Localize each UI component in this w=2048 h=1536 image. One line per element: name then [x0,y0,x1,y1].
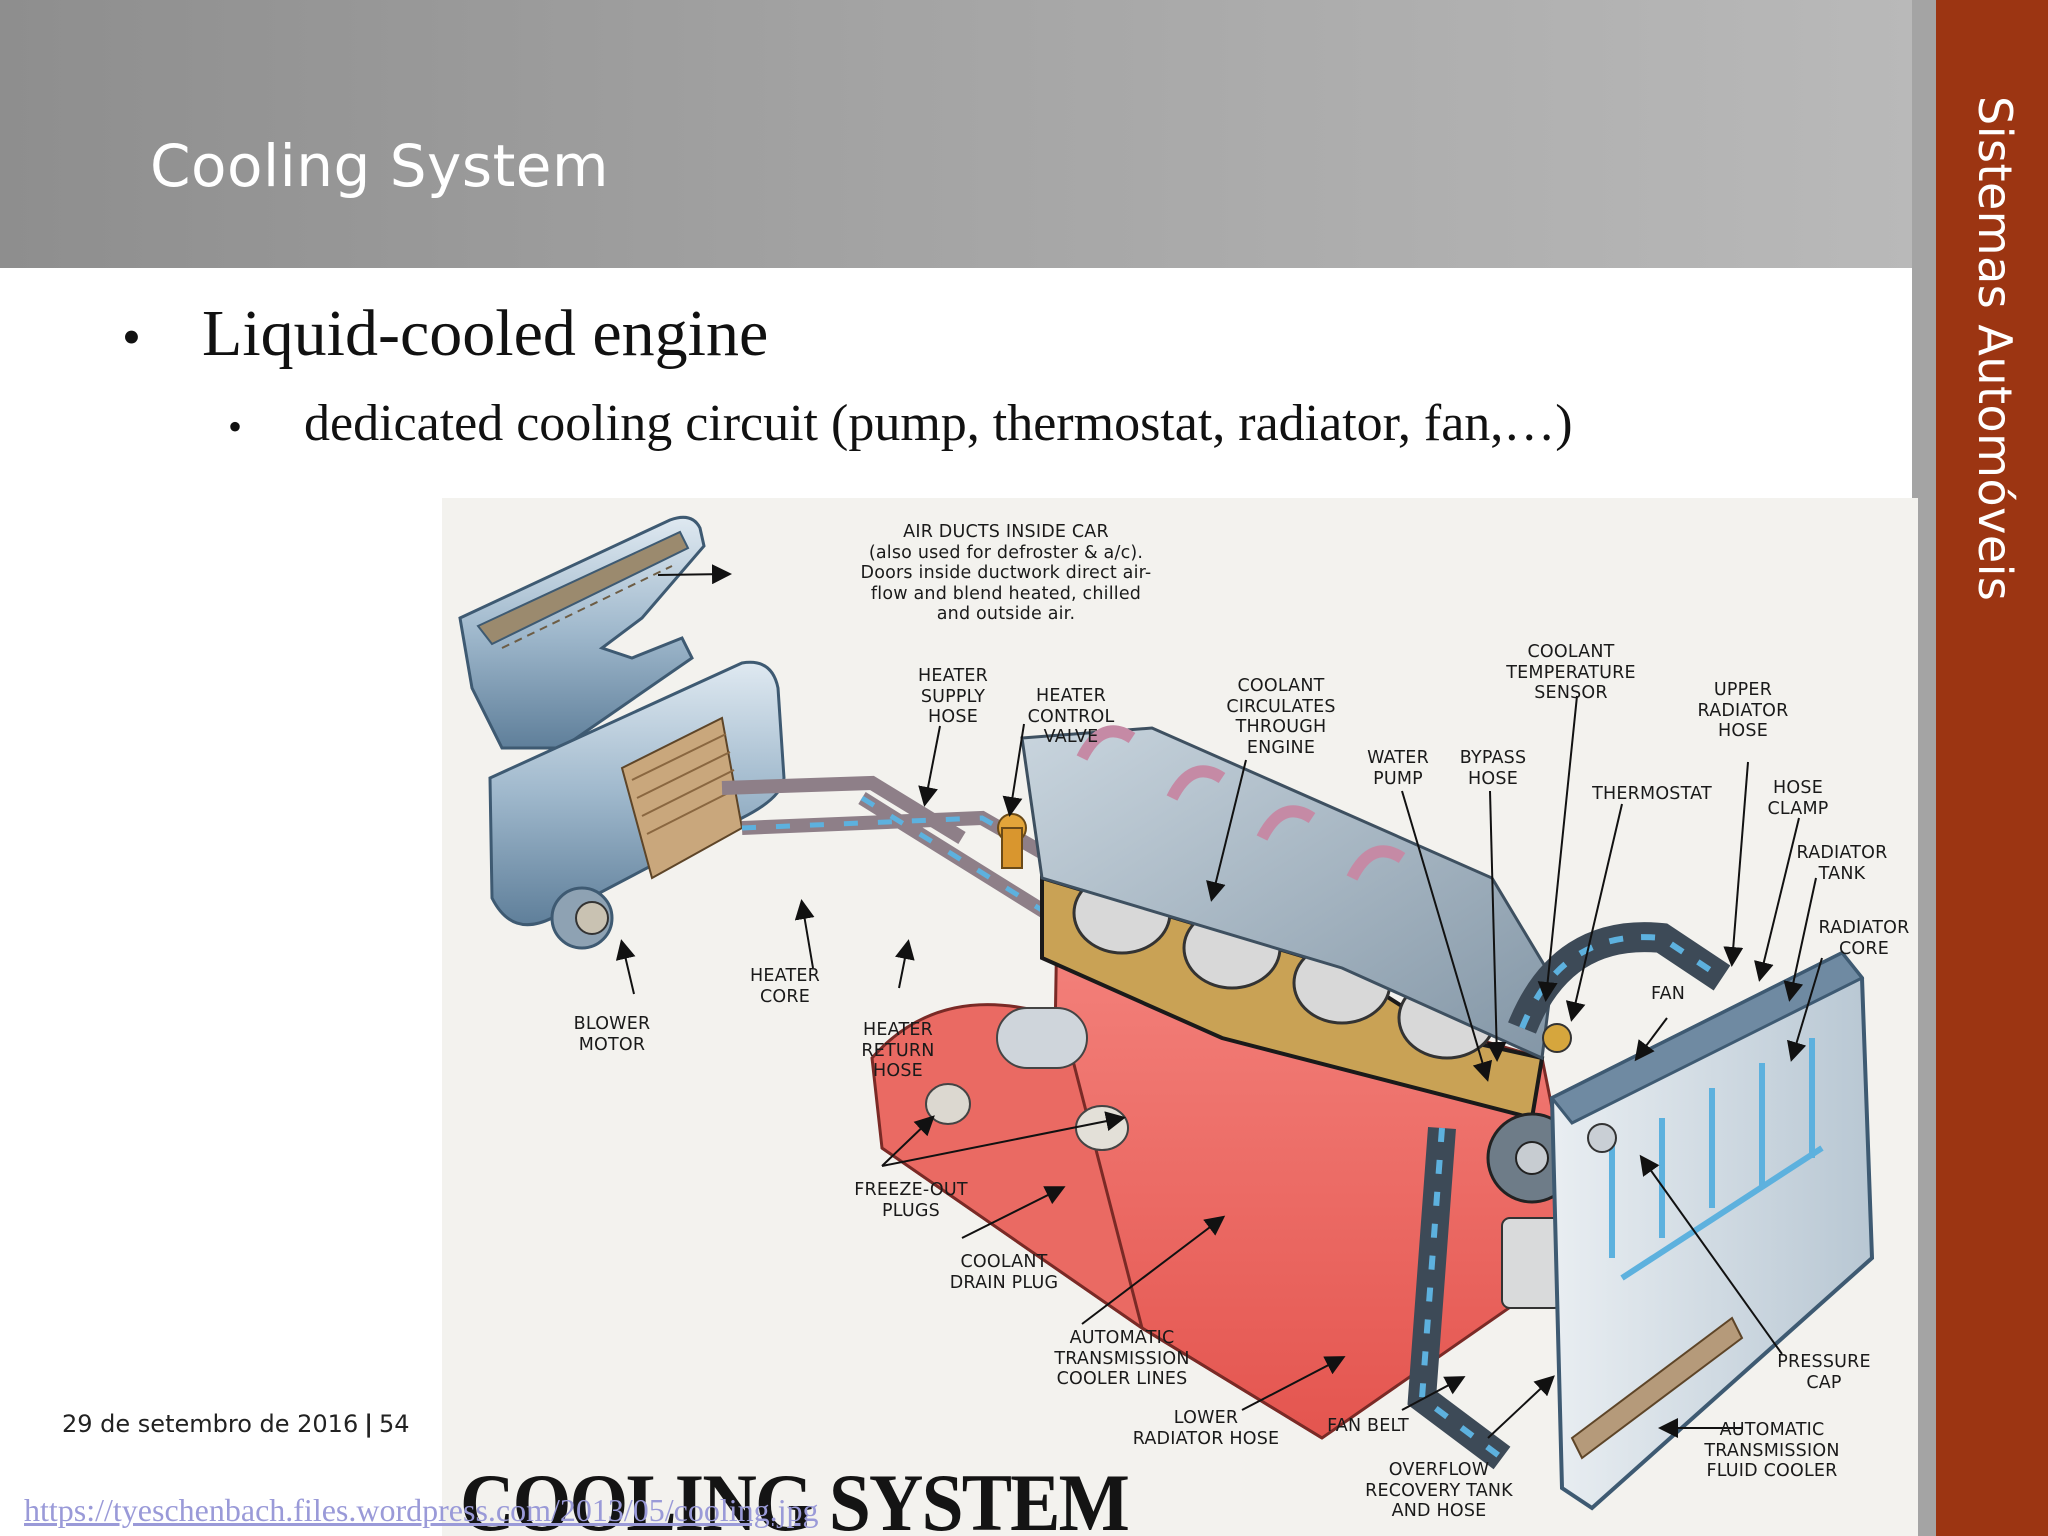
footer-separator: | [364,1410,373,1438]
footer-date: 29 de setembro de 2016 [62,1410,359,1438]
slide-footer: 29 de setembro de 2016|54 [62,1410,410,1438]
bullet-level1-text: Liquid-cooled engine [202,297,769,370]
label-pressure-cap: PRESSURE CAP [1777,1352,1871,1393]
label-fan-belt: FAN BELT [1327,1416,1409,1436]
sidebar-label: Sistemas Automóveis [1968,96,2022,602]
label-blower-motor: BLOWER MOTOR [573,1014,651,1055]
label-auto-trans-cooler-lines: AUTOMATIC TRANSMISSION COOLER LINES [1054,1328,1190,1389]
blower-housing-shape [488,660,786,950]
label-coolant-drain-plug: COOLANT DRAIN PLUG [949,1252,1059,1293]
cylinder-head-shape [1020,725,1554,1061]
cooling-system-diagram: AIR DUCTS INSIDE CAR (also used for defr… [442,498,1918,1536]
label-heater-return-hose: HEATER RETURN HOSE [861,1020,935,1081]
page-number: 54 [378,1410,410,1438]
label-radiator-tank: RADIATOR TANK [1796,843,1888,884]
label-upper-radiator-hose: UPPER RADIATOR HOSE [1697,680,1789,741]
label-heater-control-valve: HEATER CONTROL VALVE [1027,686,1115,747]
label-radiator-core: RADIATOR CORE [1818,918,1910,959]
label-freeze-out-plugs: FREEZE-OUT PLUGS [854,1180,968,1221]
label-coolant-temperature-sensor: COOLANT TEMPERATURE SENSOR [1506,642,1636,703]
label-heater-core: HEATER CORE [750,966,820,1007]
label-fan: FAN [1650,984,1686,1004]
bullet-dot-icon: • [122,307,141,367]
label-thermostat: THERMOSTAT [1592,784,1712,804]
bullet-level2: • dedicated cooling circuit (pump, therm… [228,394,1573,453]
slide-title: Cooling System [150,132,609,200]
label-auto-trans-fluid-cooler: AUTOMATIC TRANSMISSION FLUID COOLER [1704,1420,1840,1481]
bullet-dot-icon: • [228,404,243,449]
label-hose-clamp: HOSE CLAMP [1767,778,1829,819]
diagram-title: COOLING SYSTEM [460,1457,1130,1536]
bullet-level1: • Liquid-cooled engine [122,296,768,372]
label-coolant-circulates: COOLANT CIRCULATES THROUGH ENGINE [1226,676,1336,758]
label-heater-supply-hose: HEATER SUPPLY HOSE [918,666,988,727]
label-air-ducts: AIR DUCTS INSIDE CAR (also used for defr… [860,522,1152,624]
label-lower-radiator-hose: LOWER RADIATOR HOSE [1132,1408,1280,1449]
source-link[interactable]: https://tyeschenbach.files.wordpress.com… [24,1492,819,1528]
slide-header: Cooling System [0,0,1912,268]
label-bypass-hose: BYPASS HOSE [1459,748,1527,789]
label-overflow-tank: OVERFLOW RECOVERY TANK AND HOSE [1365,1460,1513,1521]
diagram-illustration [458,515,1875,1511]
bullet-level2-text: dedicated cooling circuit (pump, thermos… [304,395,1573,452]
label-water-pump: WATER PUMP [1367,748,1429,789]
sidebar-band [1936,0,2048,1536]
air-duct-shape [458,515,706,750]
